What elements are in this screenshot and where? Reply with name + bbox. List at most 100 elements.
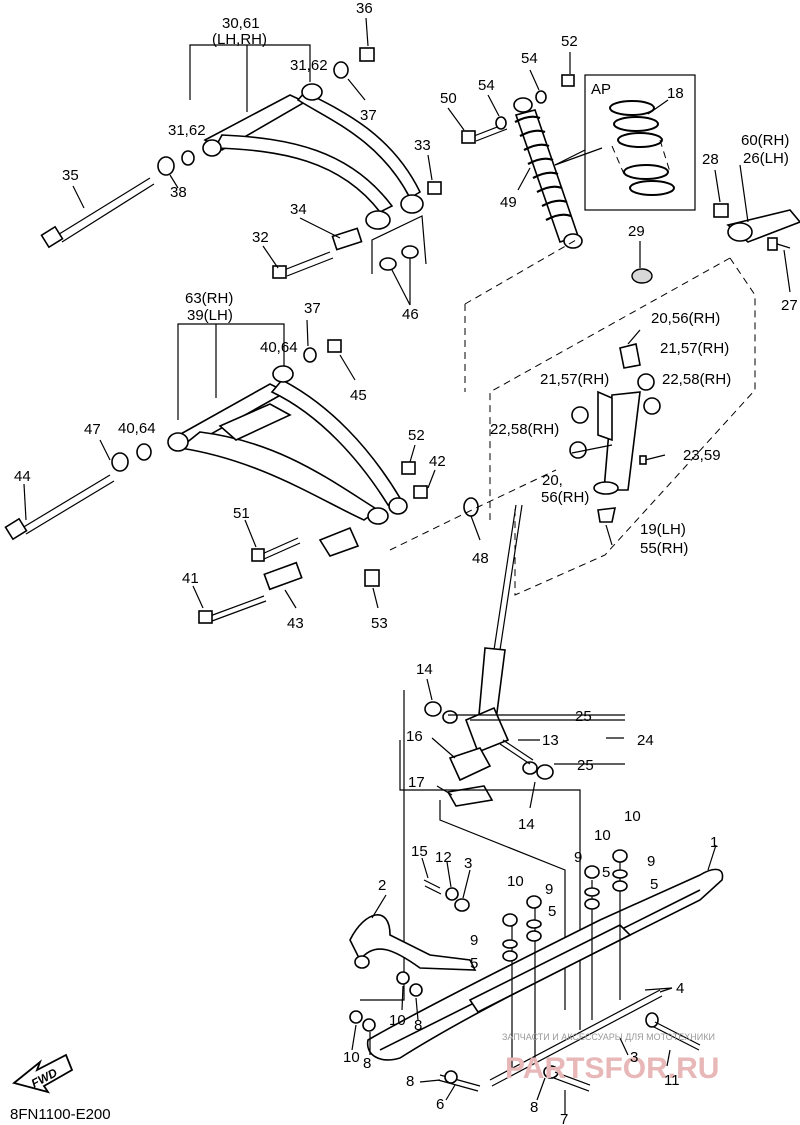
label-5-d: 5: [650, 876, 658, 893]
label-12: 12: [435, 849, 452, 866]
fwd-arrow: FWD: [12, 1053, 74, 1094]
ski-group: [349, 844, 724, 1115]
label-7: 7: [560, 1111, 568, 1125]
label-54-left: 54: [478, 77, 495, 94]
label-53: 53: [371, 615, 388, 632]
spindle-group: [489, 241, 756, 596]
ski-column-group: [360, 504, 625, 1030]
label-34: 34: [290, 201, 307, 218]
label-9-a: 9: [545, 881, 553, 898]
upper-arm-group: [40, 17, 442, 306]
label-32: 32: [252, 229, 269, 246]
label-26lh: 26(LH): [743, 150, 789, 167]
label-3-bottom: 3: [630, 1049, 638, 1066]
label-24: 24: [637, 732, 654, 749]
callout-labels: 36 30,61 (LH,RH) 31,62 37 31,62 35 38 33…: [14, 0, 798, 1125]
lower-arm-group: [4, 239, 577, 624]
watermark: ЗАПЧАСТИ И АКСЕССУАРЫ ДЛЯ МОТОТЕХНИКИ PA…: [502, 1032, 719, 1085]
label-14-bottom: 14: [518, 816, 535, 833]
label-25-top: 25: [575, 708, 592, 725]
label-52-mid: 52: [408, 427, 425, 444]
label-8-b: 8: [363, 1055, 371, 1072]
label-50: 50: [440, 90, 457, 107]
label-22-58rh-left: 22,58(RH): [490, 421, 559, 438]
label-28: 28: [702, 151, 719, 168]
label-47: 47: [84, 421, 101, 438]
label-60rh: 60(RH): [741, 132, 789, 149]
label-21-57rh-right: 21,57(RH): [660, 340, 729, 357]
label-8-c: 8: [406, 1073, 414, 1090]
label-14-top: 14: [416, 661, 433, 678]
label-51: 51: [233, 505, 250, 522]
label-40-64-left: 40,64: [118, 420, 156, 437]
label-45: 45: [350, 387, 367, 404]
label-22-58rh-right: 22,58(RH): [662, 371, 731, 388]
label-55rh: 55(RH): [640, 540, 688, 557]
label-10-c: 10: [624, 808, 641, 825]
label-6: 6: [436, 1096, 444, 1113]
label-20-56rh: 20,56(RH): [651, 310, 720, 327]
label-ap: AP: [591, 81, 611, 98]
label-8-d: 8: [530, 1099, 538, 1116]
label-35: 35: [62, 167, 79, 184]
label-46: 46: [402, 306, 419, 323]
ap-inset-box: [584, 74, 696, 211]
label-1: 1: [710, 834, 718, 851]
label-48: 48: [472, 550, 489, 567]
label-63rh: 63(RH): [185, 290, 233, 307]
label-4: 4: [676, 980, 684, 997]
label-37-mid: 37: [304, 300, 321, 317]
label-2: 2: [378, 877, 386, 894]
label-5-a: 5: [548, 903, 556, 920]
label-36: 36: [356, 0, 373, 17]
label-49: 49: [500, 194, 517, 211]
label-9-d: 9: [647, 853, 655, 870]
label-18: 18: [667, 85, 684, 102]
label-15: 15: [411, 843, 428, 860]
label-5-b: 5: [470, 955, 478, 972]
diagram-code: 8FN1100-E200: [10, 1106, 111, 1123]
label-lh-rh: (LH,RH): [212, 31, 267, 48]
label-21-57rh-left: 21,57(RH): [540, 371, 609, 388]
label-38: 38: [170, 184, 187, 201]
inset-spring: [609, 100, 675, 196]
label-3-top: 3: [464, 855, 472, 872]
steering-arm-group: [713, 164, 800, 293]
label-13: 13: [542, 732, 559, 749]
label-8-a: 8: [414, 1017, 422, 1034]
label-10-b: 10: [594, 827, 611, 844]
label-27: 27: [781, 297, 798, 314]
label-25-bottom: 25: [577, 757, 594, 774]
label-41: 41: [182, 570, 199, 587]
label-9-b: 9: [470, 932, 478, 949]
label-44: 44: [14, 468, 31, 485]
label-11: 11: [664, 1072, 680, 1089]
watermark-line2: PARTSFOR.RU: [505, 1052, 719, 1085]
label-10-d: 10: [389, 1012, 406, 1029]
label-30-61: 30,61: [222, 15, 260, 32]
label-29: 29: [628, 223, 645, 240]
label-43: 43: [287, 615, 304, 632]
label-54-right: 54: [521, 50, 538, 67]
label-56rh: 56(RH): [541, 489, 589, 506]
shock-absorber-group: [447, 52, 696, 249]
label-23-59: 23,59: [683, 447, 721, 464]
label-10-e: 10: [343, 1049, 360, 1066]
label-31-62-top: 31,62: [290, 57, 328, 74]
label-19lh: 19(LH): [640, 521, 686, 538]
label-40-64-top: 40,64: [260, 339, 298, 356]
shock-spring: [514, 115, 572, 221]
label-16: 16: [406, 728, 423, 745]
label-37-top: 37: [360, 107, 377, 124]
label-39lh: 39(LH): [187, 307, 233, 324]
label-5-c: 5: [602, 864, 610, 881]
label-31-62-left: 31,62: [168, 122, 206, 139]
label-9-c: 9: [574, 849, 582, 866]
label-17: 17: [408, 774, 425, 791]
label-33: 33: [414, 137, 431, 154]
watermark-line1: ЗАПЧАСТИ И АКСЕССУАРЫ ДЛЯ МОТОТЕХНИКИ: [502, 1032, 715, 1042]
label-52-top: 52: [561, 33, 578, 50]
label-10-a: 10: [507, 873, 524, 890]
label-42: 42: [429, 453, 446, 470]
